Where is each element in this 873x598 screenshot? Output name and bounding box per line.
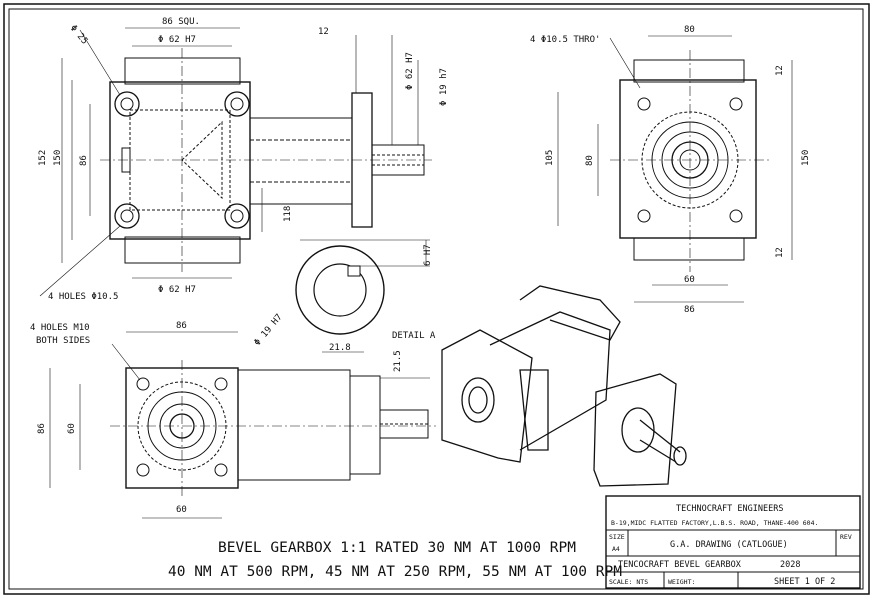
note-holes-front: 4 HOLES M10 — [30, 323, 90, 333]
dim-flange-12: 12 — [318, 27, 329, 37]
note-right-holes: 4 Φ10.5 THRO' — [530, 35, 600, 45]
dim-height-150: 150 — [53, 150, 63, 166]
dim-front-86-left: 86 — [37, 423, 47, 434]
dim-detail-bore: Φ 19 H7 — [253, 312, 285, 347]
dim-right-80-top: 80 — [684, 25, 695, 35]
tb-company: TECHNOCRAFT ENGINEERS — [676, 504, 783, 514]
dim-right-60: 60 — [684, 275, 695, 285]
detail-a-view — [295, 239, 430, 379]
top-view — [39, 27, 432, 297]
tb-part-no: 2028 — [780, 560, 800, 570]
dim-shaft-19: Φ 19 h7 — [439, 68, 449, 106]
dim-bore-top: Φ 62 H7 — [158, 35, 196, 45]
dim-top-width: 86 SQU. — [162, 17, 200, 27]
inner-border — [8, 8, 864, 590]
title-block-grid — [605, 495, 861, 589]
dim-height-86: 86 — [79, 155, 89, 166]
outer-border — [3, 3, 870, 595]
dim-right-105: 105 — [545, 150, 555, 166]
dim-front-86-top: 86 — [176, 321, 187, 331]
dim-right-80: 80 — [585, 155, 595, 166]
dim-right-86: 86 — [684, 305, 695, 315]
dim-right-150: 150 — [801, 150, 811, 166]
label-detail-a: DETAIL A — [392, 331, 436, 341]
tb-rev-label: REV — [840, 533, 852, 541]
dim-detail-215: 21.5 — [393, 350, 403, 372]
isometric-view — [441, 285, 687, 487]
tb-weight: WEIGHT: — [668, 578, 695, 586]
note-holes-top: 4 HOLES Φ10.5 — [48, 292, 118, 302]
tb-address: B-19,MIDC FLATTED FACTORY,L.B.S. ROAD, T… — [611, 519, 818, 527]
dim-front-60-left: 60 — [67, 423, 77, 434]
tb-scale: SCALE: NTS — [609, 578, 648, 586]
caption-line-1: BEVEL GEARBOX 1:1 RATED 30 NM AT 1000 RP… — [218, 540, 576, 556]
note-holes-front-2: BOTH SIDES — [36, 336, 90, 346]
tb-drawing-title: G.A. DRAWING (CATLOGUE) — [670, 540, 788, 550]
dim-front-60-bottom: 60 — [176, 505, 187, 515]
dim-shaft-len: 118 — [283, 206, 293, 222]
front-view — [49, 331, 436, 519]
dim-right-12b: 12 — [775, 247, 785, 258]
tb-size-label: SIZE — [609, 533, 625, 541]
caption-line-2: 40 NM AT 500 RPM, 45 NM AT 250 RPM, 55 N… — [168, 564, 622, 580]
tb-sheet: SHEET 1 OF 2 — [774, 577, 835, 587]
dim-detail-218: 21.8 — [329, 343, 351, 353]
tb-size-value: A4 — [612, 545, 620, 553]
dim-bore-bottom: Φ 62 H7 — [158, 285, 196, 295]
dim-shaft-62: Φ 62 H7 — [405, 52, 415, 90]
dim-right-12a: 12 — [775, 65, 785, 76]
dim-hole-dia: Φ 25 — [68, 24, 90, 47]
dim-height-152: 152 — [38, 150, 48, 166]
side-view — [557, 35, 793, 303]
dim-detail-key: 6 H7 — [423, 244, 433, 266]
tb-part-name: TENCOCRAFT BEVEL GEARBOX — [618, 560, 742, 570]
